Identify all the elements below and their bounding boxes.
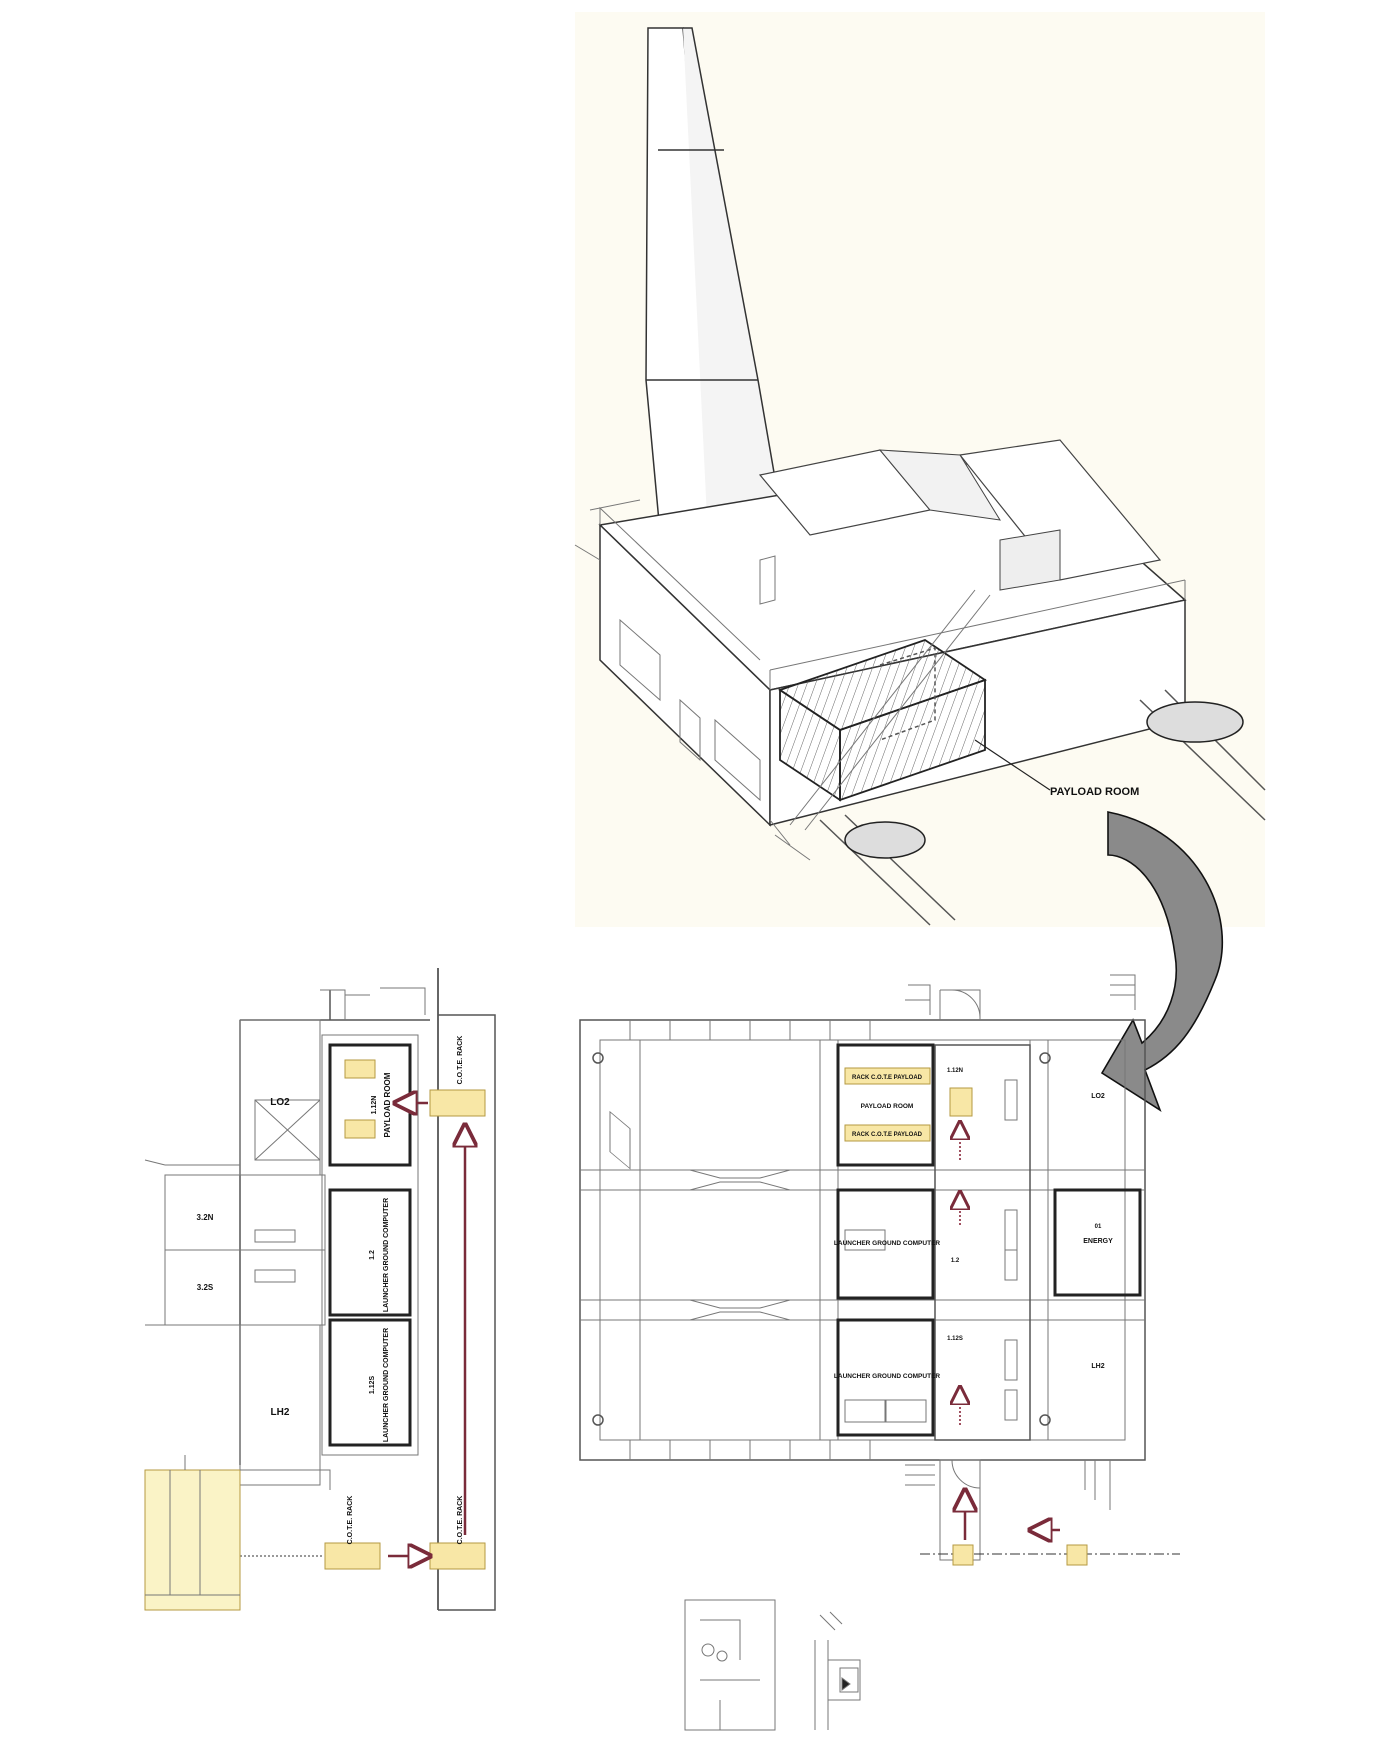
right-112s-code: 1.12S xyxy=(947,1336,963,1342)
right-launcher-gc-b-label: LAUNCHER GROUND COMPUTER xyxy=(834,1373,940,1380)
right-lh2-label: LH2 xyxy=(1091,1363,1104,1370)
left-cote-rack-top xyxy=(429,1089,486,1117)
left-floor-plan: LO2 3.2N 3.2S LH2 PAYLOAD ROOM 1.12N LAU… xyxy=(144,968,496,1611)
left-launcher-room-2 xyxy=(328,1318,412,1447)
left-lh2-label: LH2 xyxy=(271,1407,290,1418)
right-launcher-room-2 xyxy=(836,1318,935,1437)
payload-room-iso-label: PAYLOAD ROOM xyxy=(1050,786,1139,798)
right-payload-room xyxy=(836,1043,935,1167)
rails xyxy=(574,544,1266,926)
left-cote-rack-bottom-b xyxy=(429,1542,486,1570)
left-launcher-gc-2-label: LAUNCHER GROUND COMPUTER xyxy=(383,1328,390,1442)
right-floor-plan: RACK C.O.T.E PAYLOAD RACK C.O.T.E PAYLOA… xyxy=(579,974,1180,1566)
right-central-corridor xyxy=(934,1044,1031,1441)
left-cote-rack-bottom-b-label: C.O.T.E. RACK xyxy=(457,1496,464,1545)
energy-label: ENERGY xyxy=(1083,1238,1113,1245)
left-32s-label: 3.2S xyxy=(197,1283,214,1292)
left-cote-rack-top-label: C.O.T.E. RACK xyxy=(457,1036,464,1085)
right-plan-frame xyxy=(579,1019,1146,1461)
left-lo2-label: LO2 xyxy=(270,1097,290,1108)
left-launcher-gc-1-label: LAUNCHER GROUND COMPUTER xyxy=(383,1198,390,1312)
left-payload-room-label: PAYLOAD ROOM xyxy=(383,1072,392,1137)
right-rack-2-label: RACK C.O.T.E PAYLOAD xyxy=(852,1132,923,1138)
key-map xyxy=(684,1599,861,1731)
left-32n-label: 3.2N xyxy=(197,1213,214,1222)
left-cote-rack-bottom-a-label: C.O.T.E. RACK xyxy=(347,1496,354,1545)
right-rack-small xyxy=(949,1087,973,1117)
payload-room-iso xyxy=(777,639,988,802)
right-rack-2 xyxy=(844,1124,931,1142)
left-payload-room-code: 1.12N xyxy=(371,1096,378,1115)
umbilical-tower xyxy=(645,27,791,621)
energy-room xyxy=(1053,1188,1142,1297)
left-launcher-gc-1-code: 1.2 xyxy=(369,1250,376,1260)
right-rack-outside-2 xyxy=(1066,1544,1088,1566)
right-rack-1-label: RACK C.O.T.E PAYLOAD xyxy=(852,1075,923,1081)
stairs xyxy=(769,589,991,861)
right-rack-1 xyxy=(844,1067,931,1085)
left-rack-item-2 xyxy=(344,1119,376,1139)
left-launcher-room-1 xyxy=(328,1188,412,1317)
isometric-view: PAYLOAD ROOM xyxy=(574,12,1266,1170)
right-rack-outside-1 xyxy=(952,1544,974,1566)
right-launcher-gc-a-label: LAUNCHER GROUND COMPUTER xyxy=(834,1240,940,1247)
right-112n-code: 1.12N xyxy=(947,1068,963,1074)
right-12-code: 1.2 xyxy=(951,1258,960,1264)
payload-room-leader xyxy=(974,739,1051,791)
lh2-room xyxy=(239,1324,321,1486)
left-launcher-gc-2-code: 1.12S xyxy=(369,1376,376,1395)
right-payload-room-label: PAYLOAD ROOM xyxy=(861,1103,914,1110)
right-lo2-label: LO2 xyxy=(1091,1093,1105,1100)
left-cote-rack-bottom-a xyxy=(324,1542,381,1570)
energy-code: 01 xyxy=(1095,1224,1102,1230)
left-rack-item-1 xyxy=(344,1059,376,1079)
right-launcher-room-1 xyxy=(836,1188,935,1300)
left-yellow-building xyxy=(144,1469,241,1611)
